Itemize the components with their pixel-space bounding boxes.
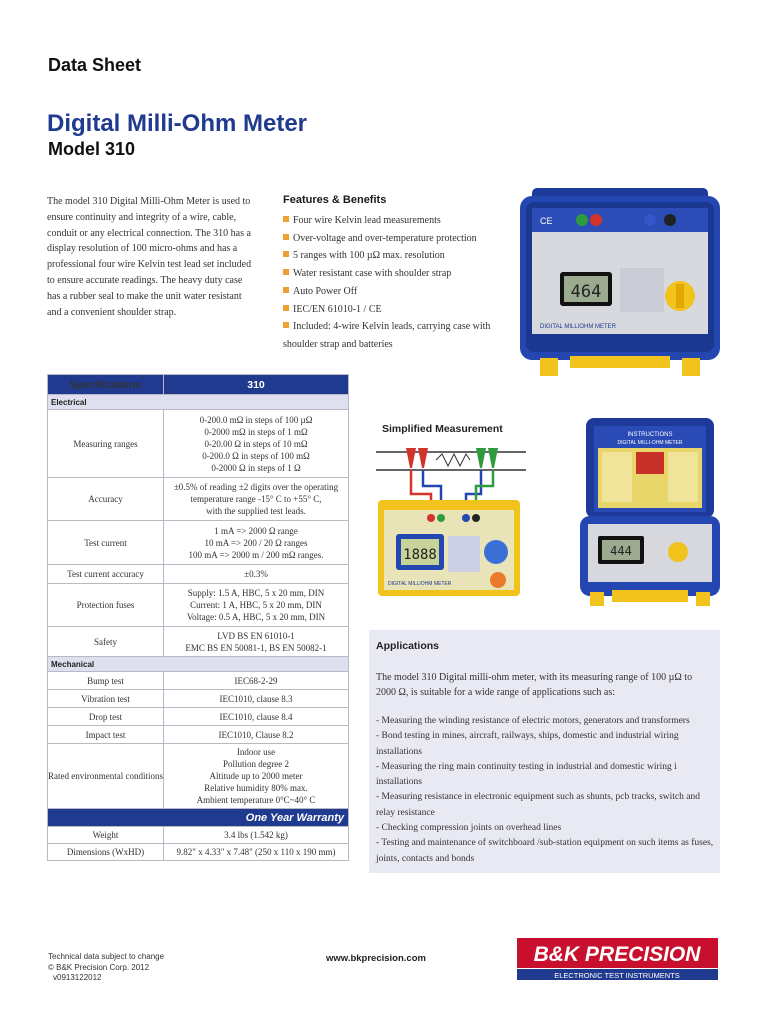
diagram-display-readout: 1888 xyxy=(403,547,437,563)
features-section: Features & Benefits Four wire Kelvin lea… xyxy=(283,194,498,354)
list-item: - Bond testing in mines, aircraft, railw… xyxy=(376,731,679,757)
list-item: - Testing and maintenance of switchboard… xyxy=(376,838,714,864)
features-list: Four wire Kelvin lead measurements Over-… xyxy=(283,212,498,354)
bullet-square-icon xyxy=(283,216,289,222)
list-item: - Checking compression joints on overhea… xyxy=(376,823,562,834)
footer-disclaimer: Technical data subject to change xyxy=(48,952,165,961)
footer-copyright: © B&K Precision Corp. 2012 xyxy=(48,962,150,972)
footer-notes: Technical data subject to change © B&K P… xyxy=(48,952,164,984)
doc-type-heading: Data Sheet xyxy=(48,55,142,75)
meter-display-readout: 464 xyxy=(571,282,602,302)
footer-version: v0913122012 xyxy=(53,973,102,982)
table-row: Weight 3.4 lbs (1.542 kg) xyxy=(47,826,349,844)
table-row: Protection fuses Supply: 1.5 A, HBC, 5 x… xyxy=(47,583,349,627)
bullet-square-icon xyxy=(283,322,289,329)
applications-panel: Applications The model 310 Digital milli… xyxy=(369,630,720,873)
warranty-banner-row: One Year Warranty xyxy=(47,808,349,827)
meter-photo-bottom: INSTRUCTIONS DIGITAL MILLI-OHM METER 444 xyxy=(580,418,720,606)
table-row: Measuring ranges 0-200.0 mΩ in steps of … xyxy=(47,409,349,478)
feature-item: Included: 4-wire Kelvin leads, carrying … xyxy=(283,321,491,350)
bullet-square-icon xyxy=(283,233,289,240)
website-link[interactable]: www.bkprecision.com xyxy=(326,953,426,964)
bullet-square-icon xyxy=(283,286,289,293)
list-item: - Measuring the ring main continuity tes… xyxy=(376,761,677,788)
meter-bottom-display-readout: 444 xyxy=(610,544,632,558)
table-row: Vibration test IEC1010, clause 8.3 xyxy=(47,689,349,708)
feature-item: IEC/EN 61010-1 / CE xyxy=(283,301,498,319)
svg-text:CE: CE xyxy=(540,216,553,226)
bullet-square-icon xyxy=(283,269,289,276)
intro-paragraph: The model 310 Digital Milli-Ohm Meter is… xyxy=(47,196,252,318)
list-item: - Measuring the winding resistance of el… xyxy=(376,716,690,726)
measurement-diagram: 1888 DIGITAL MILLIOHM METER xyxy=(376,448,526,596)
section-row-mechanical: Mechanical xyxy=(47,656,349,672)
applications-list: - Measuring the winding resistance of el… xyxy=(376,714,716,867)
table-row: Accuracy ±0.5% of reading ±2 digits over… xyxy=(47,477,349,521)
table-row: Impact test IEC1010, Clause 8.2 xyxy=(47,725,349,744)
feature-item: Over-voltage and over-temperature protec… xyxy=(283,230,498,248)
table-row: Test current accuracy ±0.3% xyxy=(47,564,349,584)
model-heading: Model 310 xyxy=(48,139,136,159)
model-column-header: 310 xyxy=(163,374,349,395)
applications-intro: The model 310 Digital milli-ohm meter, w… xyxy=(376,672,693,698)
logo-subtitle: ELECTRONIC TEST INSTRUMENTS xyxy=(554,971,680,980)
table-row: Rated environmental conditions Indoor us… xyxy=(47,743,349,809)
feature-item: 5 ranges with 100 µΩ max. resolution xyxy=(283,247,498,265)
instructions-label: INSTRUCTIONS xyxy=(628,432,673,438)
meter-panel-label: DIGITAL MILLIOHM METER xyxy=(540,324,617,330)
table-row: Drop test IEC1010, clause 8.4 xyxy=(47,707,349,726)
instructions-sub-label: DIGITAL MILLI-OHM METER xyxy=(617,440,682,446)
diagram-panel-label: DIGITAL MILLIOHM METER xyxy=(388,581,452,587)
logo-wordmark: B&K PRECISION xyxy=(534,943,702,966)
feature-item: Four wire Kelvin lead measurements xyxy=(283,212,498,230)
bullet-square-icon xyxy=(283,251,289,258)
table-row: Bump test IEC68-2-29 xyxy=(47,671,349,690)
list-item: - Measuring resistance in electronic equ… xyxy=(376,792,700,818)
bullet-square-icon xyxy=(283,304,289,311)
meter-photo-top: CE 464 DIGITAL MILLIOHM METER xyxy=(520,188,720,376)
features-title: Features & Benefits xyxy=(283,194,387,206)
spec-column-header: Specifications xyxy=(47,374,164,395)
feature-item: Water resistant case with shoulder strap xyxy=(283,265,498,283)
section-row-electrical: Electrical xyxy=(47,394,349,410)
table-row: Dimensions (WxHD) 9.82" x 4.33" x 7.48" … xyxy=(47,843,349,861)
simplified-measurement-title: Simplified Measurement xyxy=(382,423,503,435)
applications-title: Applications xyxy=(376,640,440,652)
specifications-table: Specifications 310 Electrical Measuring … xyxy=(47,374,349,861)
table-header-row: Specifications 310 xyxy=(47,374,349,395)
page-title: Digital Milli-Ohm Meter xyxy=(47,110,308,137)
feature-item: Auto Power Off xyxy=(283,283,498,301)
bk-precision-logo: B&K PRECISION ELECTRONIC TEST INSTRUMENT… xyxy=(517,938,718,980)
